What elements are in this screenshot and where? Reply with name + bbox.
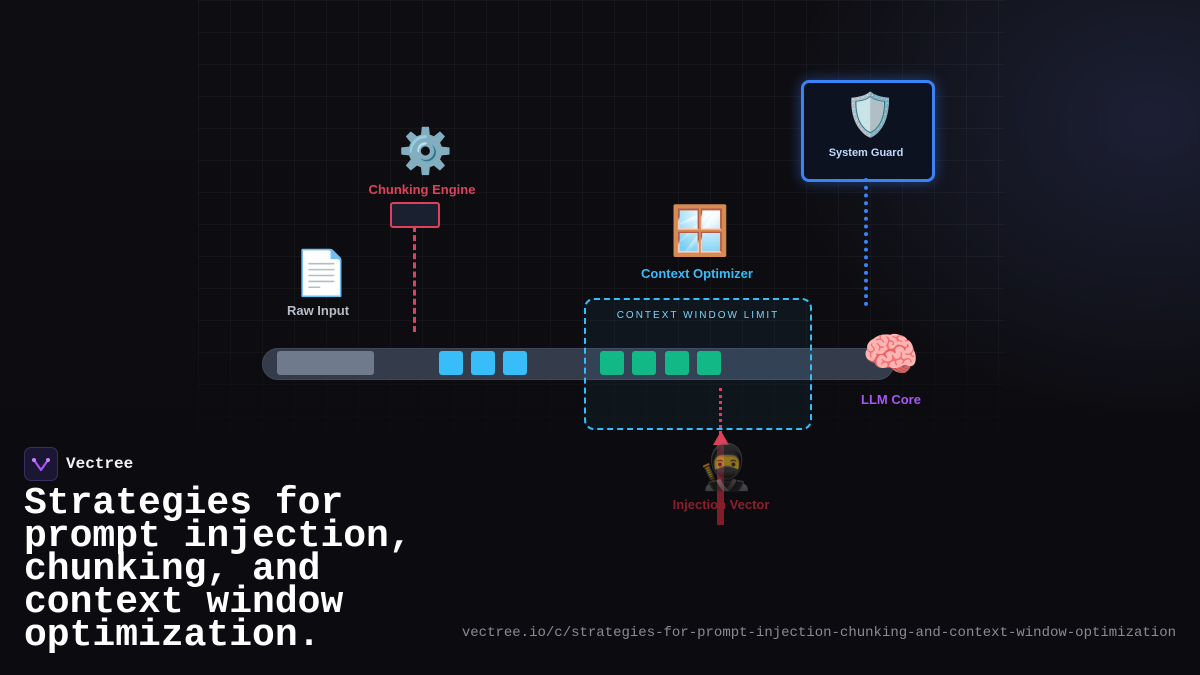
context-token: [697, 351, 721, 375]
chunking-engine-box: [390, 202, 440, 228]
injection-arrow-icon: [713, 431, 729, 445]
injection-vector-label: Injection Vector: [672, 497, 770, 512]
chunking-engine-label: Chunking Engine: [368, 182, 476, 197]
guard-connector: [864, 178, 868, 306]
context-token: [665, 351, 689, 375]
brain-icon: 🧠: [862, 327, 920, 381]
ninja-icon: 🥷: [698, 442, 753, 493]
chunk-token: [503, 351, 527, 375]
document-icon: 📄: [294, 248, 349, 299]
system-guard-label: System Guard: [828, 147, 904, 159]
page-title: Strategies for prompt injection, chunkin…: [24, 482, 412, 657]
context-window-box: CONTEXT WINDOW LIMIT: [584, 298, 812, 430]
chunk-token: [471, 351, 495, 375]
system-guard-box: [801, 80, 935, 182]
llm-core-label: LLM Core: [861, 392, 921, 407]
injection-shaft: [717, 445, 724, 525]
window-icon: 🪟: [670, 203, 730, 259]
raw-input-block: [277, 351, 374, 375]
shield-icon: 🛡️: [844, 90, 897, 139]
gear-icon: ⚙️: [398, 126, 453, 177]
background-grid: [198, 0, 1004, 460]
context-optimizer-label: Context Optimizer: [641, 266, 753, 281]
vectree-logo-icon: [24, 447, 58, 481]
context-token: [600, 351, 624, 375]
chunking-connector: [413, 226, 416, 332]
context-window-label: CONTEXT WINDOW LIMIT: [616, 310, 780, 321]
raw-input-label: Raw Input: [286, 303, 350, 318]
context-token: [632, 351, 656, 375]
page-url: vectree.io/c/strategies-for-prompt-injec…: [461, 625, 1176, 641]
injection-connector: [719, 388, 722, 434]
chunk-token: [439, 351, 463, 375]
brand-name: Vectree: [66, 455, 134, 473]
